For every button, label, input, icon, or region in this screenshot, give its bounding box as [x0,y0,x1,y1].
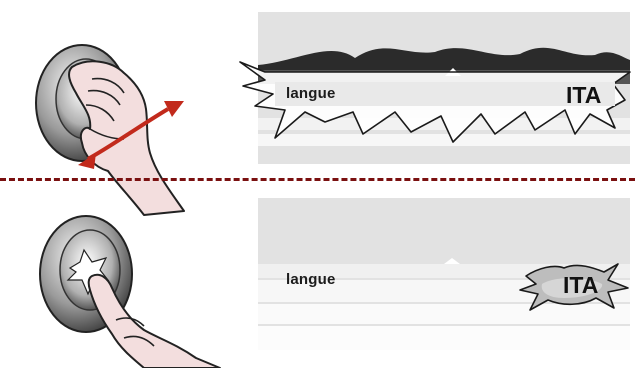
hand-rotating-icon [69,61,184,215]
finger-pressing-icon [89,275,220,368]
step-1-value: ITA [566,82,601,109]
step-2-value: ITA [563,272,598,299]
step-separator [0,178,635,181]
step-1-illustration [20,35,220,215]
up-triangle-icon [444,258,460,264]
step-2-illustration [20,208,220,368]
step-2-label: langue [286,271,336,288]
step-1-label: langue [286,85,336,102]
